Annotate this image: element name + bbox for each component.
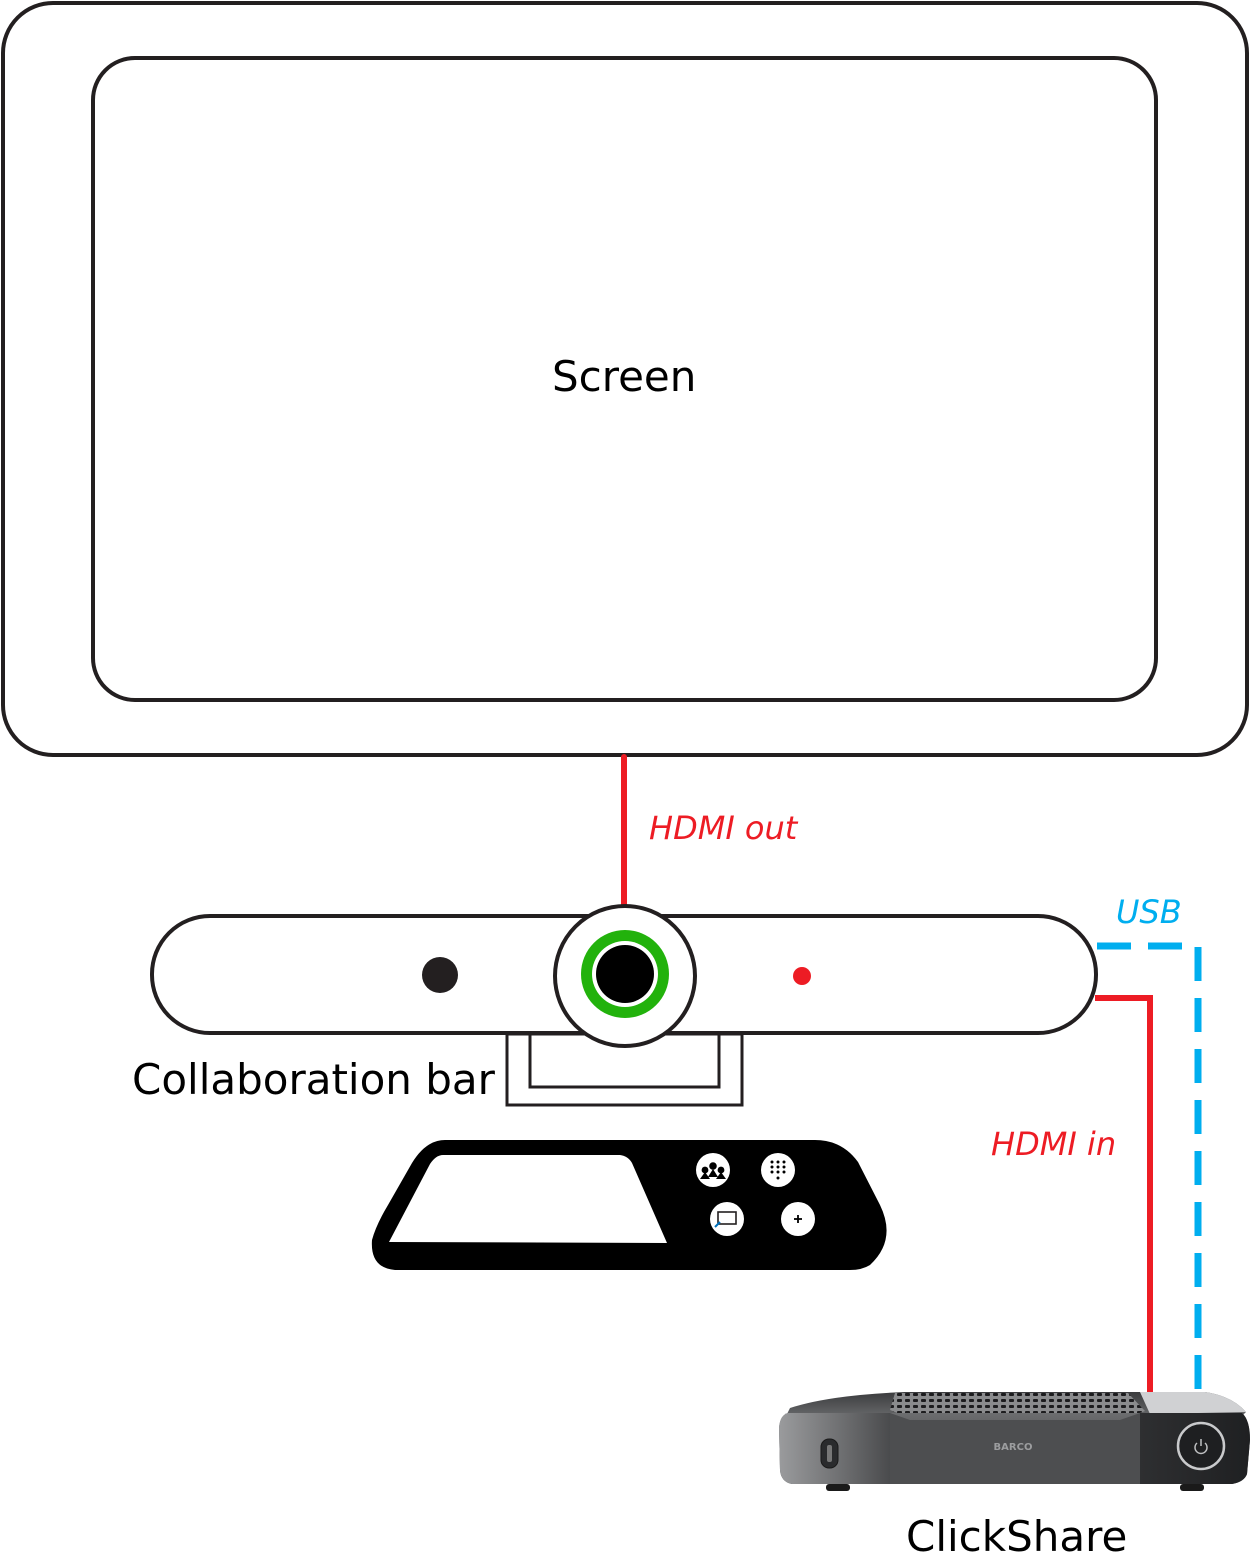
hdmi-in-label: HDMI in (991, 1125, 1117, 1163)
usb-cable (1097, 942, 1202, 1392)
hdmi-out-label: HDMI out (649, 809, 798, 847)
clickshare-node: BARCO (779, 1392, 1250, 1491)
collaboration-bar-node (150, 904, 1098, 1048)
screen-label: Screen (552, 352, 697, 401)
screen-node (1, 1, 1249, 757)
power-icon (1194, 1439, 1208, 1455)
touch-button-plus[interactable] (781, 1202, 815, 1236)
share-screen-icon (714, 1211, 737, 1228)
people-group-icon (700, 1162, 726, 1179)
clickshare-foot-left (826, 1484, 850, 1491)
dialpad-icon (770, 1160, 786, 1180)
touch-button-people[interactable] (696, 1153, 730, 1187)
status-led-icon (793, 967, 811, 985)
clickshare-brand: BARCO (994, 1442, 1033, 1453)
microphone-dot-icon (422, 957, 458, 993)
clickshare-foot-right (1180, 1484, 1204, 1491)
usb-label: USB (1116, 893, 1182, 931)
camera-lens-icon (596, 945, 654, 1003)
touch-button-dialpad[interactable] (761, 1153, 795, 1187)
plus-icon (794, 1215, 802, 1223)
touch-button-share[interactable] (710, 1202, 744, 1236)
touch-panel-node (371, 1140, 887, 1270)
screen-inner-display (91, 56, 1158, 702)
touch-panel-screen (389, 1155, 667, 1243)
collaboration-bar-label: Collaboration bar (132, 1055, 495, 1104)
hdmi-in-cable (1095, 995, 1153, 1392)
clickshare-label: ClickShare (906, 1512, 1128, 1561)
